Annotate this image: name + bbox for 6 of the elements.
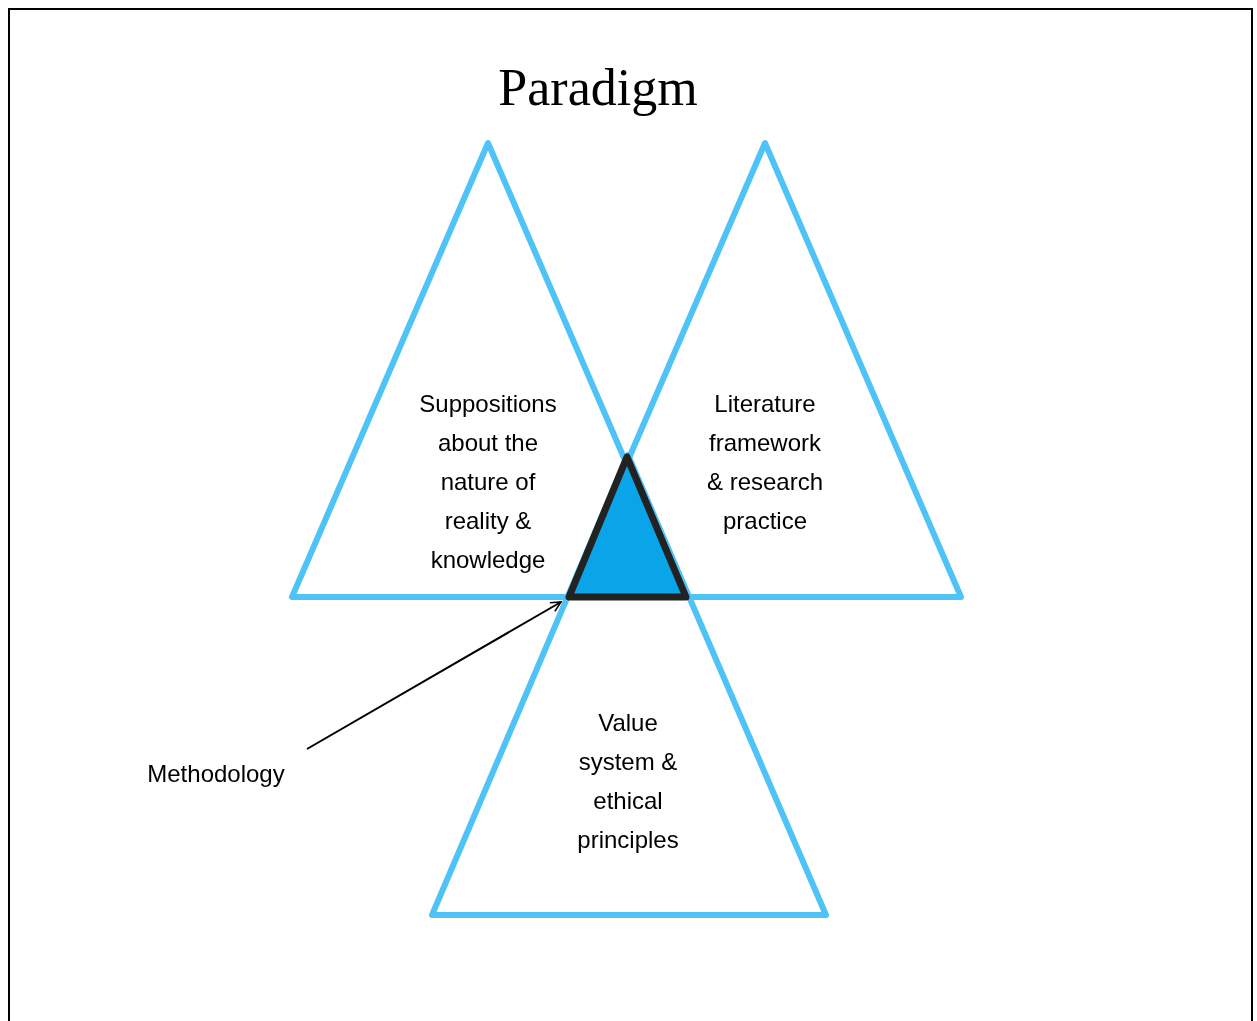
- triangle-label: Suppositions about the nature of reality & knowledge: [418, 389, 558, 575]
- leader-arrow: [306, 601, 562, 750]
- triangle-label: Value system & ethical principles: [576, 708, 680, 855]
- callout-label: Methodology: [146, 759, 286, 789]
- title: Paradigm: [497, 58, 699, 117]
- triangle-label: Literature framework & research practice: [705, 389, 825, 536]
